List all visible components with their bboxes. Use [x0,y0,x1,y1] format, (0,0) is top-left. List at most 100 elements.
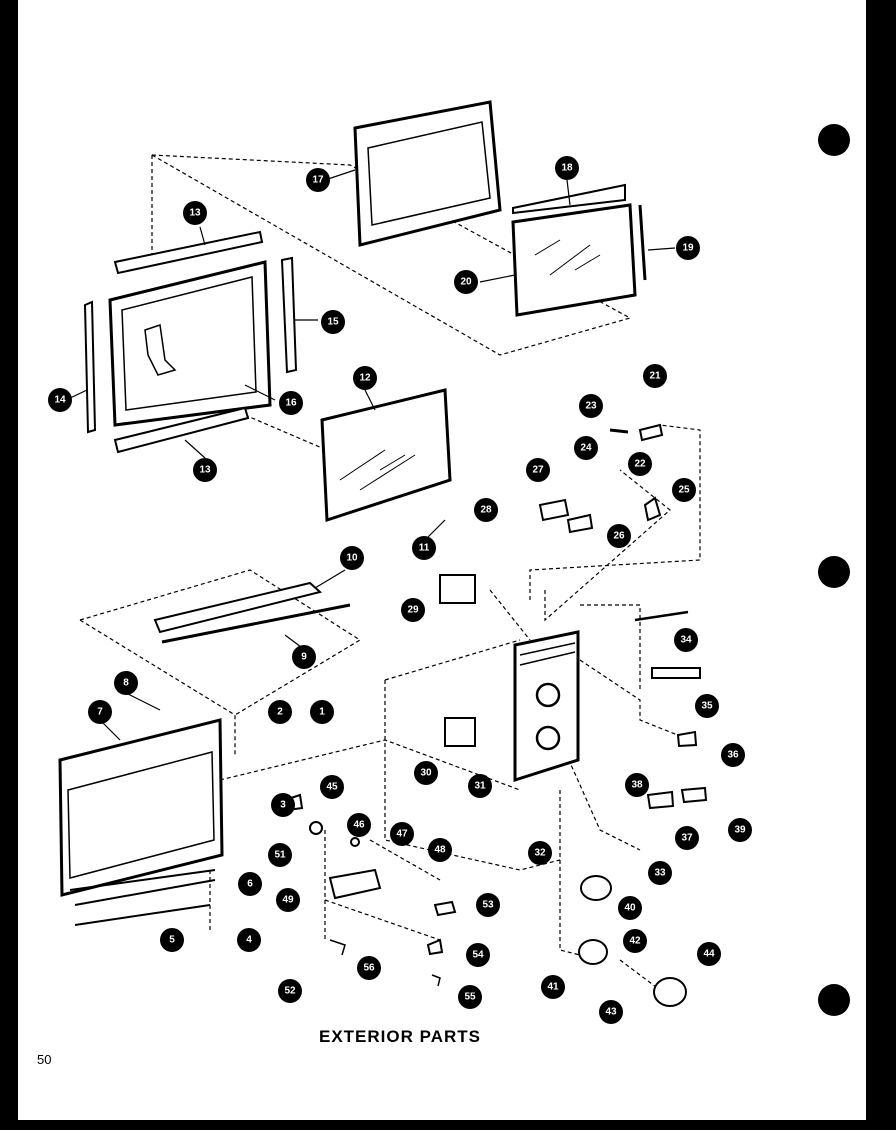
callout-label: 33 [654,868,666,879]
callout-label: 45 [326,782,338,793]
callout-label: 36 [727,750,739,761]
callout-label: 32 [534,848,546,859]
callout-label: 1 [319,707,325,718]
callout-bubble [292,645,316,669]
part-door-frame [353,100,502,247]
callout-bubble [476,893,500,917]
callout-19: 19 [676,236,700,260]
callout-label: 49 [282,895,294,906]
callout-17: 17 [306,168,330,192]
callout-label: 37 [681,833,693,844]
callout-44: 44 [697,942,721,966]
callout-label: 12 [359,373,371,384]
callout-bubble [466,943,490,967]
callout-bubble [625,773,649,797]
callout-5: 5 [160,928,184,952]
callout-label: 20 [460,277,472,288]
part-inner-glass [320,388,452,523]
dashed-outline [219,739,521,791]
callout-37: 37 [675,826,699,850]
callout-16: 16 [279,391,303,415]
dashed-outline [489,424,701,641]
callout-bubble [183,201,207,225]
callout-label: 43 [605,1007,617,1018]
part-outer-door [58,718,224,926]
callout-26: 26 [607,524,631,548]
callout-bubble [88,700,112,724]
callout-7: 7 [88,700,112,724]
callout-label: 30 [420,768,432,779]
callout-bubble [268,700,292,724]
callout-label: 31 [474,781,486,792]
callout-11: 11 [412,536,436,560]
callout-bubble [278,979,302,1003]
callout-label: 8 [123,678,129,689]
callout-bubble [454,270,478,294]
part-control-panel [513,630,580,783]
callout-22: 22 [628,452,652,476]
callout-label: 24 [580,443,592,454]
callout-bubble [541,975,565,999]
callout-36: 36 [721,743,745,767]
callout-bubble [160,928,184,952]
part-door-assembly [83,230,298,454]
callout-bubble [268,843,292,867]
dashed-outline [544,469,671,622]
callout-bubble [675,826,699,850]
callout-31: 31 [468,774,492,798]
callout-bubble [676,236,700,260]
callout-45: 45 [320,775,344,799]
callout-label: 23 [585,401,597,412]
callout-41: 41 [541,975,565,999]
callout-bubble [340,546,364,570]
callout-48: 48 [428,838,452,862]
callout-label: 29 [407,605,419,616]
dashed-outline [559,739,641,851]
callout-43: 43 [599,1000,623,1024]
callout-14: 14 [48,388,72,412]
callout-9: 9 [292,645,316,669]
dashed-outline [151,154,632,356]
callout-bubble [193,458,217,482]
callout-bubble [528,841,552,865]
callout-bubble [271,793,295,817]
callout-bubble [412,536,436,560]
callout-bubble [310,700,334,724]
callout-47: 47 [390,822,414,846]
callout-52: 52 [278,979,302,1003]
callout-label: 2 [277,707,283,718]
callout-label: 52 [284,986,296,997]
callout-bubble [643,364,667,388]
callout-42: 42 [623,929,647,953]
callout-bubble [428,838,452,862]
page-number: 50 [37,1052,52,1067]
callout-label: 7 [97,707,103,718]
callout-18: 18 [555,156,579,180]
binder-hole [818,124,850,156]
callout-15: 15 [321,310,345,334]
callout-label: 18 [561,163,573,174]
callout-55: 55 [458,985,482,1009]
callout-bubble [458,985,482,1009]
callout-8: 8 [114,671,138,695]
callout-label: 38 [631,780,643,791]
callout-30: 30 [414,761,438,785]
callout-4: 4 [237,928,261,952]
callout-12: 12 [353,366,377,390]
callout-bubble [357,956,381,980]
part-glass-panel-top [511,183,647,317]
callout-bubble [628,452,652,476]
callout-34: 34 [674,628,698,652]
callout-bubble [320,775,344,799]
callout-39: 39 [728,818,752,842]
callout-6: 6 [238,872,262,896]
callout-label: 51 [274,850,286,861]
callout-24: 24 [574,436,598,460]
dashed-outline [244,414,323,449]
callout-label: 25 [678,485,690,496]
callout-label: 34 [680,635,692,646]
diagram-title: EXTERIOR PARTS [319,1027,481,1046]
callout-bubble [48,388,72,412]
callout-33: 33 [648,861,672,885]
